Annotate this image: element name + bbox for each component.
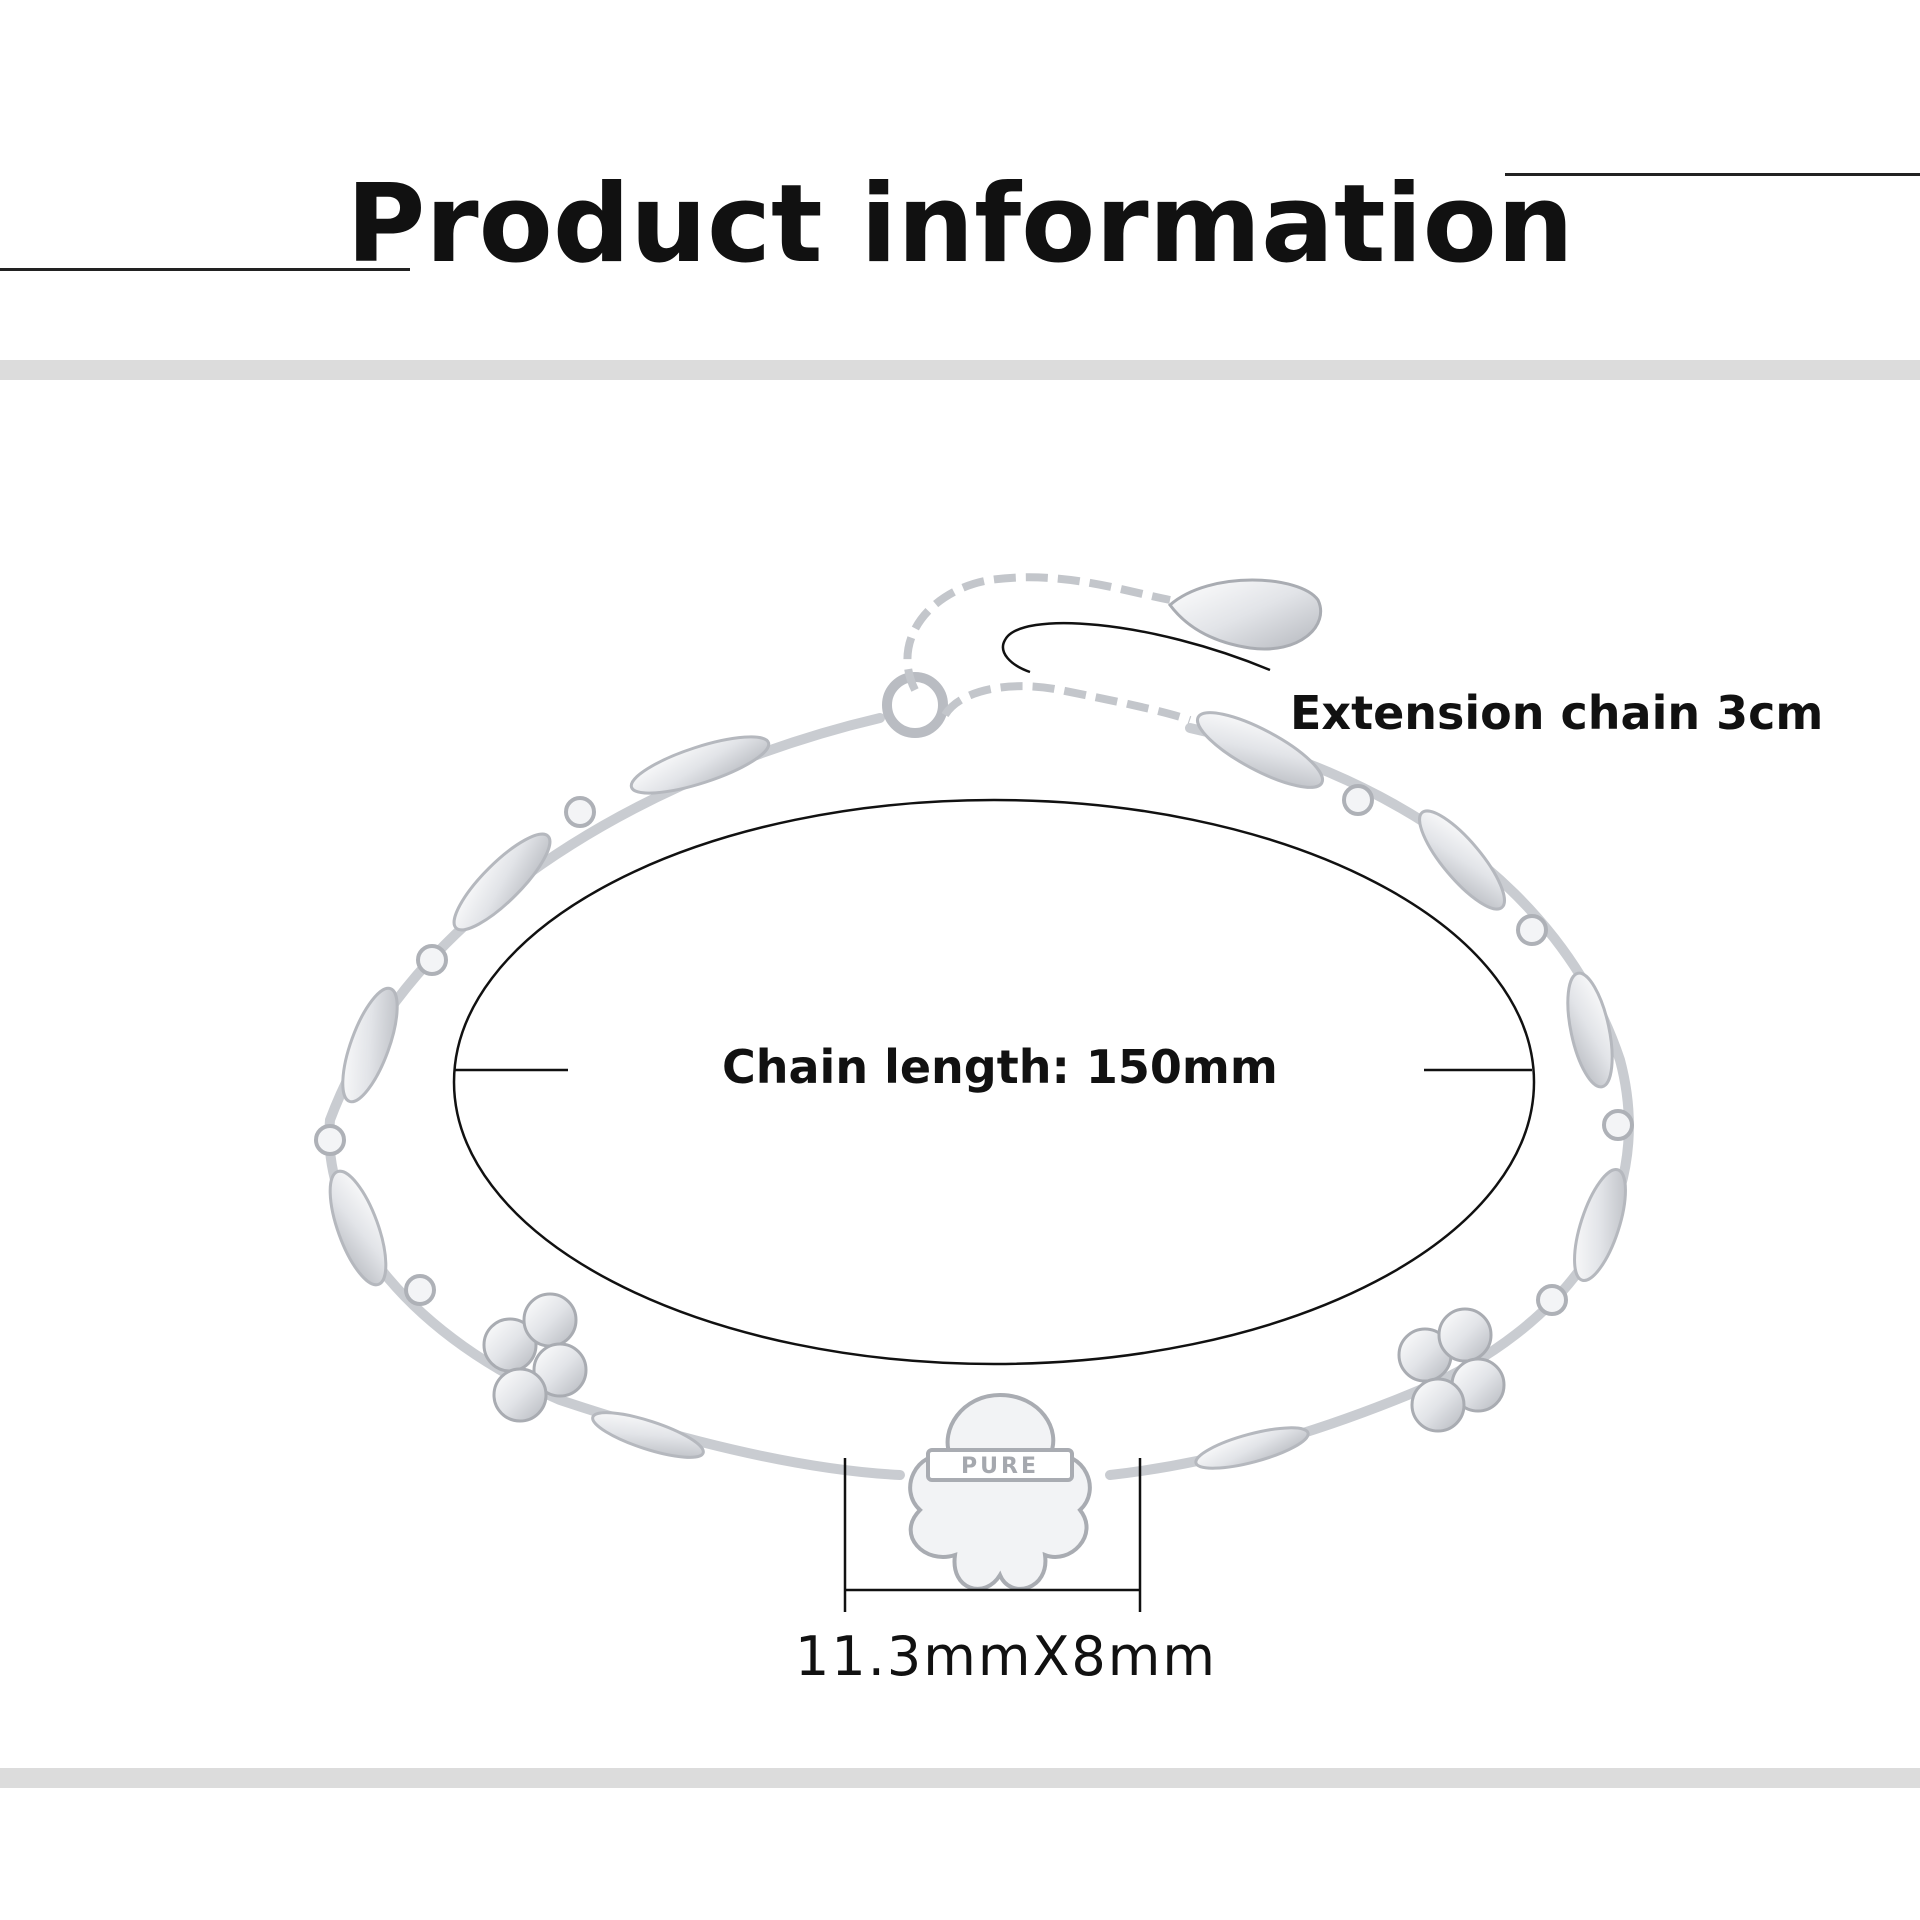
teardrop-tag-icon [1167, 578, 1323, 651]
clover-charm-left [482, 1292, 588, 1423]
extension-pointer-line [1001, 621, 1271, 674]
clasp-icon [882, 672, 948, 738]
page-title: Product information [346, 162, 1574, 287]
separator-band-bottom [0, 1768, 1920, 1788]
chain-wire-left [324, 713, 905, 1480]
separator-band-top [0, 360, 1920, 380]
charm-size-label: 11.3mmX8mm [795, 1625, 1217, 1688]
clover-charm-right [1397, 1307, 1506, 1433]
extension-chain-lower [941, 682, 1192, 724]
chain-length-label: Chain length: 150mm [722, 1040, 1278, 1094]
chain-links-right [1194, 711, 1627, 1470]
extension-chain [903, 573, 1171, 692]
header-rule-left [0, 268, 410, 271]
extension-chain-label: Extension chain 3cm [1290, 686, 1824, 740]
chain-wire-right [1105, 723, 1634, 1480]
center-charm [908, 1392, 1092, 1591]
chain-links-left [328, 735, 771, 1459]
header-rule-right [1505, 173, 1920, 176]
chain-connectors [314, 784, 1634, 1316]
chain-length-oval [452, 798, 1536, 1366]
charm-engraving: PURE [961, 1454, 1039, 1479]
